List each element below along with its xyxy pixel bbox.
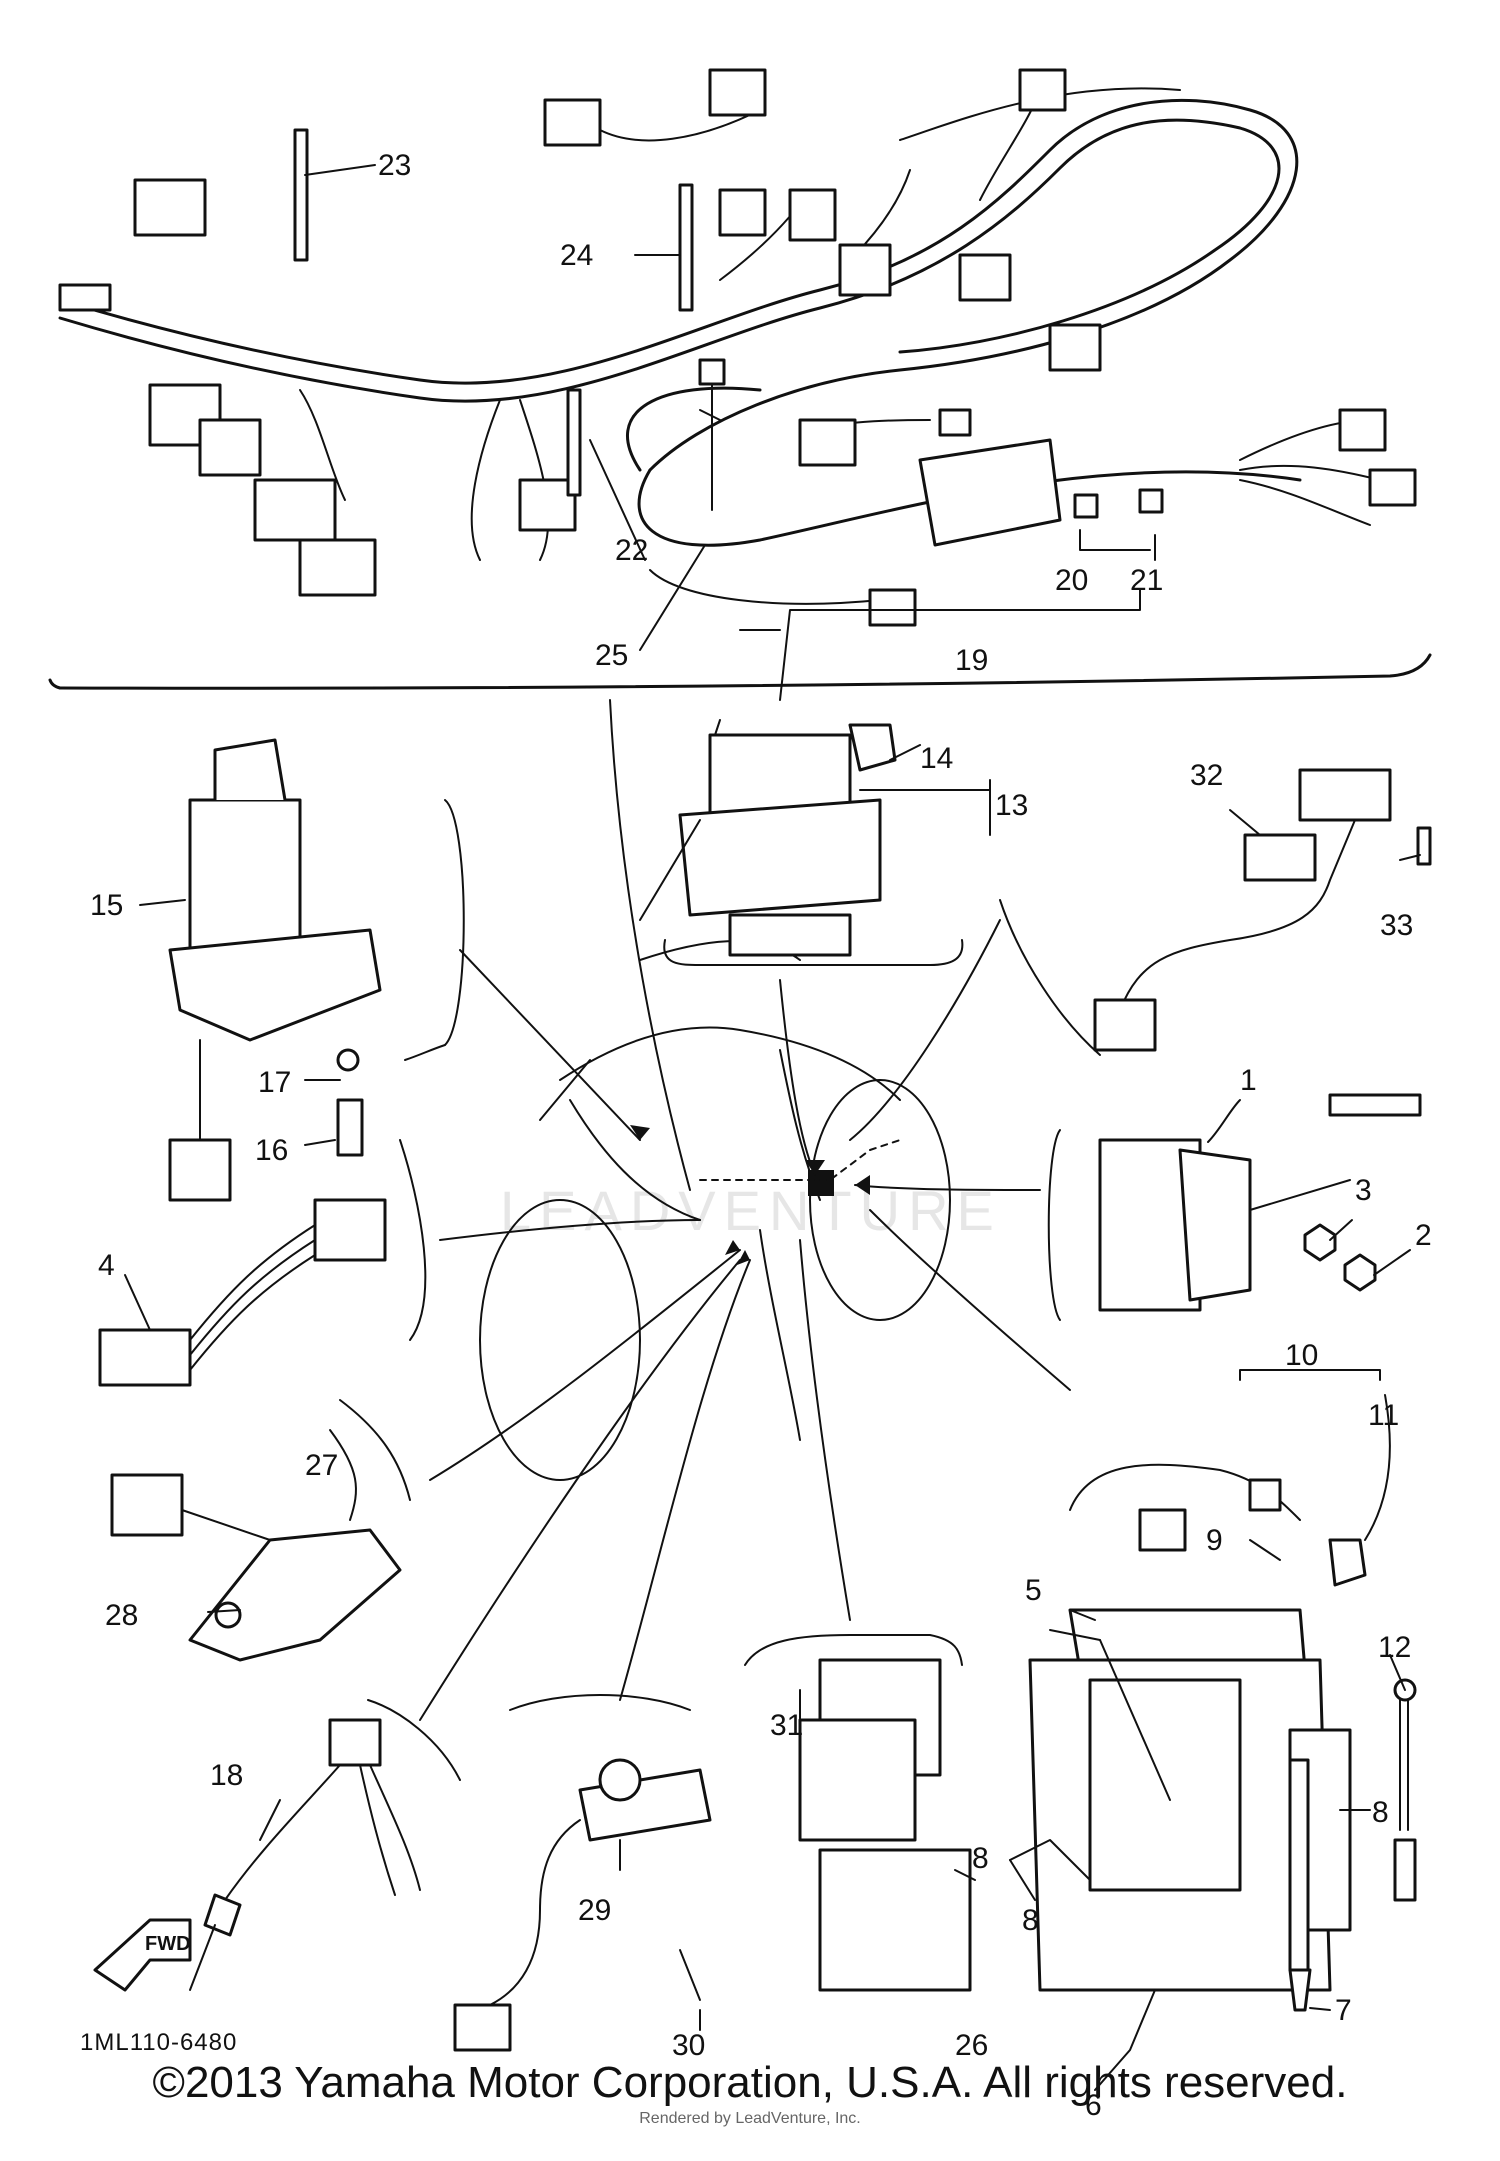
callout-3: 3: [1355, 1174, 1372, 1207]
callout-2: 2: [1415, 1219, 1432, 1252]
callout-7: 7: [1335, 1994, 1352, 2027]
callout-27: 27: [305, 1449, 338, 1482]
callout-8a: 8: [1372, 1796, 1389, 1829]
callout-18: 18: [210, 1759, 243, 1792]
callout-10: 10: [1285, 1339, 1318, 1372]
leader-lines: [419, 699, 1071, 1721]
callout-9: 9: [1206, 1524, 1223, 1557]
callout-15: 15: [90, 889, 123, 922]
switch-18: [189, 1699, 461, 1991]
callout-8b: 8: [972, 1842, 989, 1875]
fwd-label: FWD: [145, 1933, 191, 1955]
callout-32: 32: [1190, 759, 1223, 792]
callout-4: 4: [98, 1249, 115, 1282]
callout-1: 1: [1240, 1064, 1257, 1097]
fwd-arrow: FWD: [93, 1918, 192, 1992]
callout-20: 20: [1055, 564, 1088, 597]
watermark-text: LEADVENTURE: [500, 1179, 1002, 1242]
callout-22: 22: [615, 534, 648, 567]
callout-14: 14: [920, 742, 953, 775]
callout-leaders: [124, 164, 1421, 2091]
callout-21: 21: [1130, 564, 1163, 597]
lead-wire-4: [98, 1139, 427, 1387]
wire-harness-19: [58, 68, 1417, 627]
callout-5: 5: [1025, 1574, 1042, 1607]
callout-28: 28: [105, 1599, 138, 1632]
callout-29: 29: [578, 1894, 611, 1927]
callout-11: 11: [1368, 1399, 1399, 1432]
callout-30: 30: [672, 2029, 705, 2062]
callout-13: 13: [995, 789, 1028, 822]
relay-13: [663, 723, 964, 966]
callout-numbers: 1 2 3 4 5 6 7 8 8 8 9 10 11 12 13 14 15 …: [90, 149, 1432, 2122]
flasher-relay-31-26: [744, 1634, 972, 1992]
callout-6: 6: [1085, 2089, 1102, 2122]
callout-25: 25: [595, 639, 628, 672]
callout-24: 24: [560, 239, 593, 272]
sensor-32: [999, 768, 1432, 1056]
callout-19: 19: [955, 644, 988, 677]
rendered-by-note: Rendered by LeadVenture, Inc.: [639, 2110, 861, 2127]
callout-12: 12: [1378, 1631, 1411, 1664]
brake-switch-29: [453, 1694, 712, 2052]
callout-16: 16: [255, 1134, 288, 1167]
main-switch-15: [168, 738, 465, 1202]
callout-17: 17: [258, 1066, 291, 1099]
harness-bracket-19: [58, 653, 1432, 690]
drawing-number: 1ML110-6480: [80, 2029, 237, 2056]
callout-33: 33: [1380, 909, 1413, 942]
callout-31: 31: [770, 1709, 803, 1742]
callout-23: 23: [378, 149, 411, 182]
battery-group: [1028, 1369, 1417, 2012]
starter-relay-1: [1047, 1093, 1422, 1321]
callout-8c: 8: [1022, 1904, 1039, 1937]
copyright-notice: ©2013 Yamaha Motor Corporation, U.S.A. A…: [152, 2058, 1348, 2107]
callout-26: 26: [955, 2029, 988, 2062]
sensor-bracket-27: [110, 1399, 411, 1662]
